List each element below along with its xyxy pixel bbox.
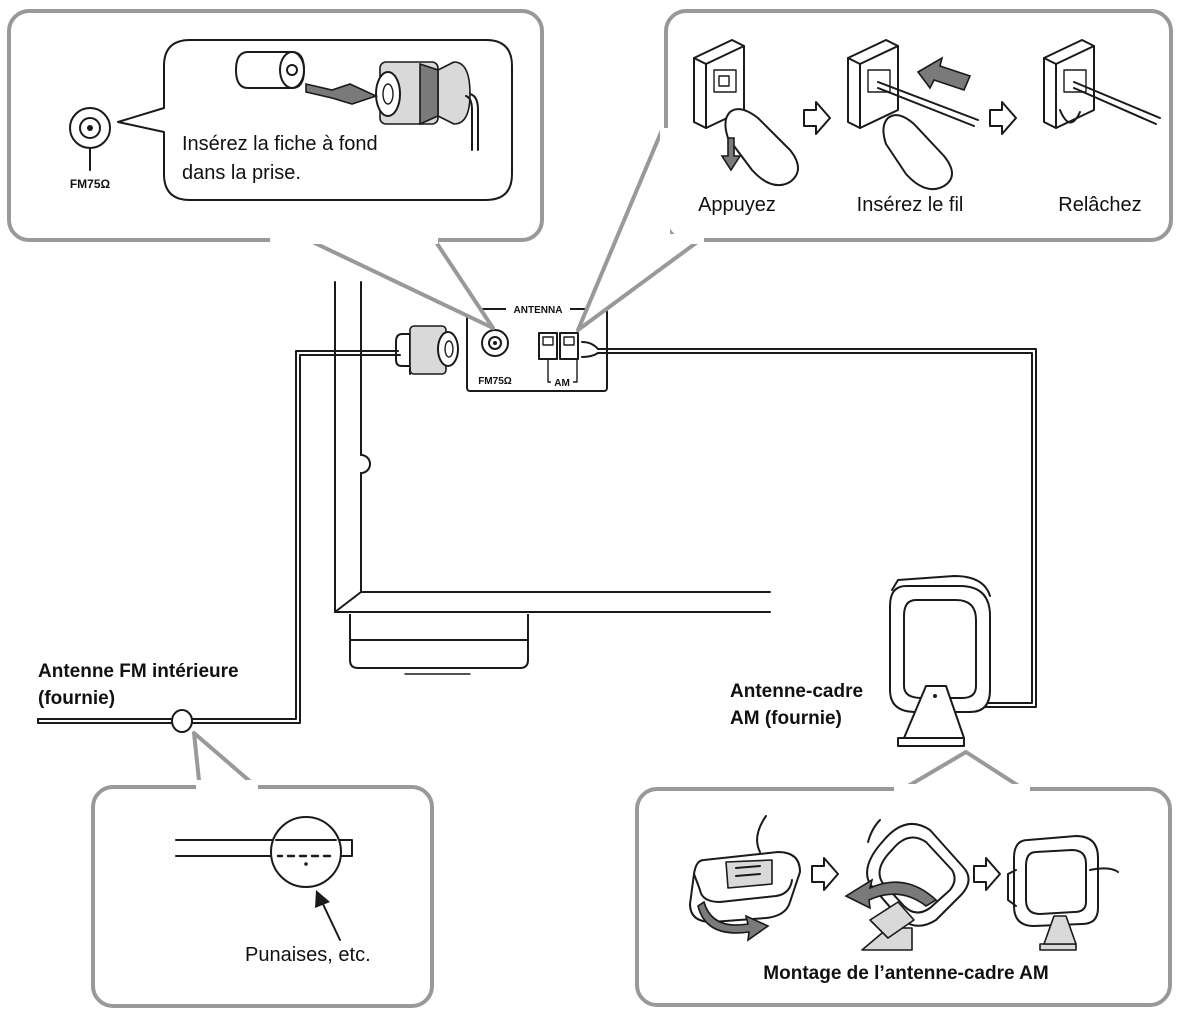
step-label-release: Relâchez xyxy=(1058,194,1141,216)
fm-instruction-line2: dans la prise. xyxy=(182,162,301,184)
pin-pointer-arrow-icon xyxy=(321,901,341,941)
assembly-step-arrow-icon-2 xyxy=(973,857,1001,891)
fm-instruction-line1: Insérez la fiche à fond xyxy=(182,133,378,155)
am-antenna-label-line1: Antenne-cadre xyxy=(730,681,863,702)
fm-plug xyxy=(395,325,459,375)
fm-plug-icon xyxy=(375,61,479,151)
assembly-step-arrow-icon-1 xyxy=(811,857,839,891)
fold-arrow-icon xyxy=(697,900,770,942)
step-arrow-icon-2 xyxy=(989,101,1017,135)
step-label-press: Appuyez xyxy=(698,194,776,216)
pin-callout: Punaises, etc. xyxy=(91,731,434,1008)
am-antenna-label-line2: AM (fournie) xyxy=(730,708,842,729)
pin-magnifier xyxy=(270,816,342,888)
insert-step-illustration xyxy=(847,39,979,190)
step-label-insert: Insérez le fil xyxy=(857,194,964,216)
am-antenna-wire xyxy=(581,341,1037,708)
assembly-caption: Montage de l’antenne-cadre AM xyxy=(763,963,1048,984)
fm-callout-pointer xyxy=(299,234,495,330)
fm-antenna-label-line2: (fournie) xyxy=(38,688,115,709)
fm-antenna-label: Antenne FM intérieure (fournie) xyxy=(38,661,239,709)
unfold-arrow-icon xyxy=(844,878,938,910)
fm-jack-icon-label: FM75Ω xyxy=(70,177,111,191)
insert-wire-arrow-icon xyxy=(916,56,972,91)
panel-title: ANTENNA xyxy=(514,305,563,316)
fm-antenna-label-line1: Antenne FM intérieure xyxy=(38,661,239,682)
insert-arrow-icon xyxy=(305,82,379,105)
step-arrow-icon-1 xyxy=(803,101,831,135)
assembly-stage-unfolding xyxy=(844,819,970,951)
press-step-illustration xyxy=(693,39,799,186)
press-down-arrow-icon xyxy=(720,137,742,172)
am-terminal-callout: Appuyez Insérez le fil Relâchez xyxy=(576,9,1173,332)
assembly-stage-folded xyxy=(689,815,801,942)
receiver-rear-outline xyxy=(334,281,771,613)
pin-callout-pointer xyxy=(192,731,262,792)
panel-fm-label: FM75Ω xyxy=(478,376,512,387)
release-step-illustration xyxy=(1043,39,1161,129)
fm-jack xyxy=(481,329,509,357)
am-antenna-label: Antenne-cadre AM (fournie) xyxy=(730,681,863,729)
assembly-stage-complete xyxy=(1007,835,1119,951)
fm-jack-callout: FM75Ω Insérez la fiche à fond dans la pr… xyxy=(7,9,544,330)
fm-antenna-wire xyxy=(37,350,401,733)
pin-label: Punaises, etc. xyxy=(245,944,371,966)
am-assembly-callout: Montage de l’antenne-cadre AM xyxy=(635,750,1172,1007)
panel-am-label: AM xyxy=(554,378,570,389)
wire-anchor-point xyxy=(171,709,193,733)
receiver-foot xyxy=(349,614,529,675)
am-loop-antenna xyxy=(889,575,991,747)
assembly-callout-pointer xyxy=(896,750,1030,794)
